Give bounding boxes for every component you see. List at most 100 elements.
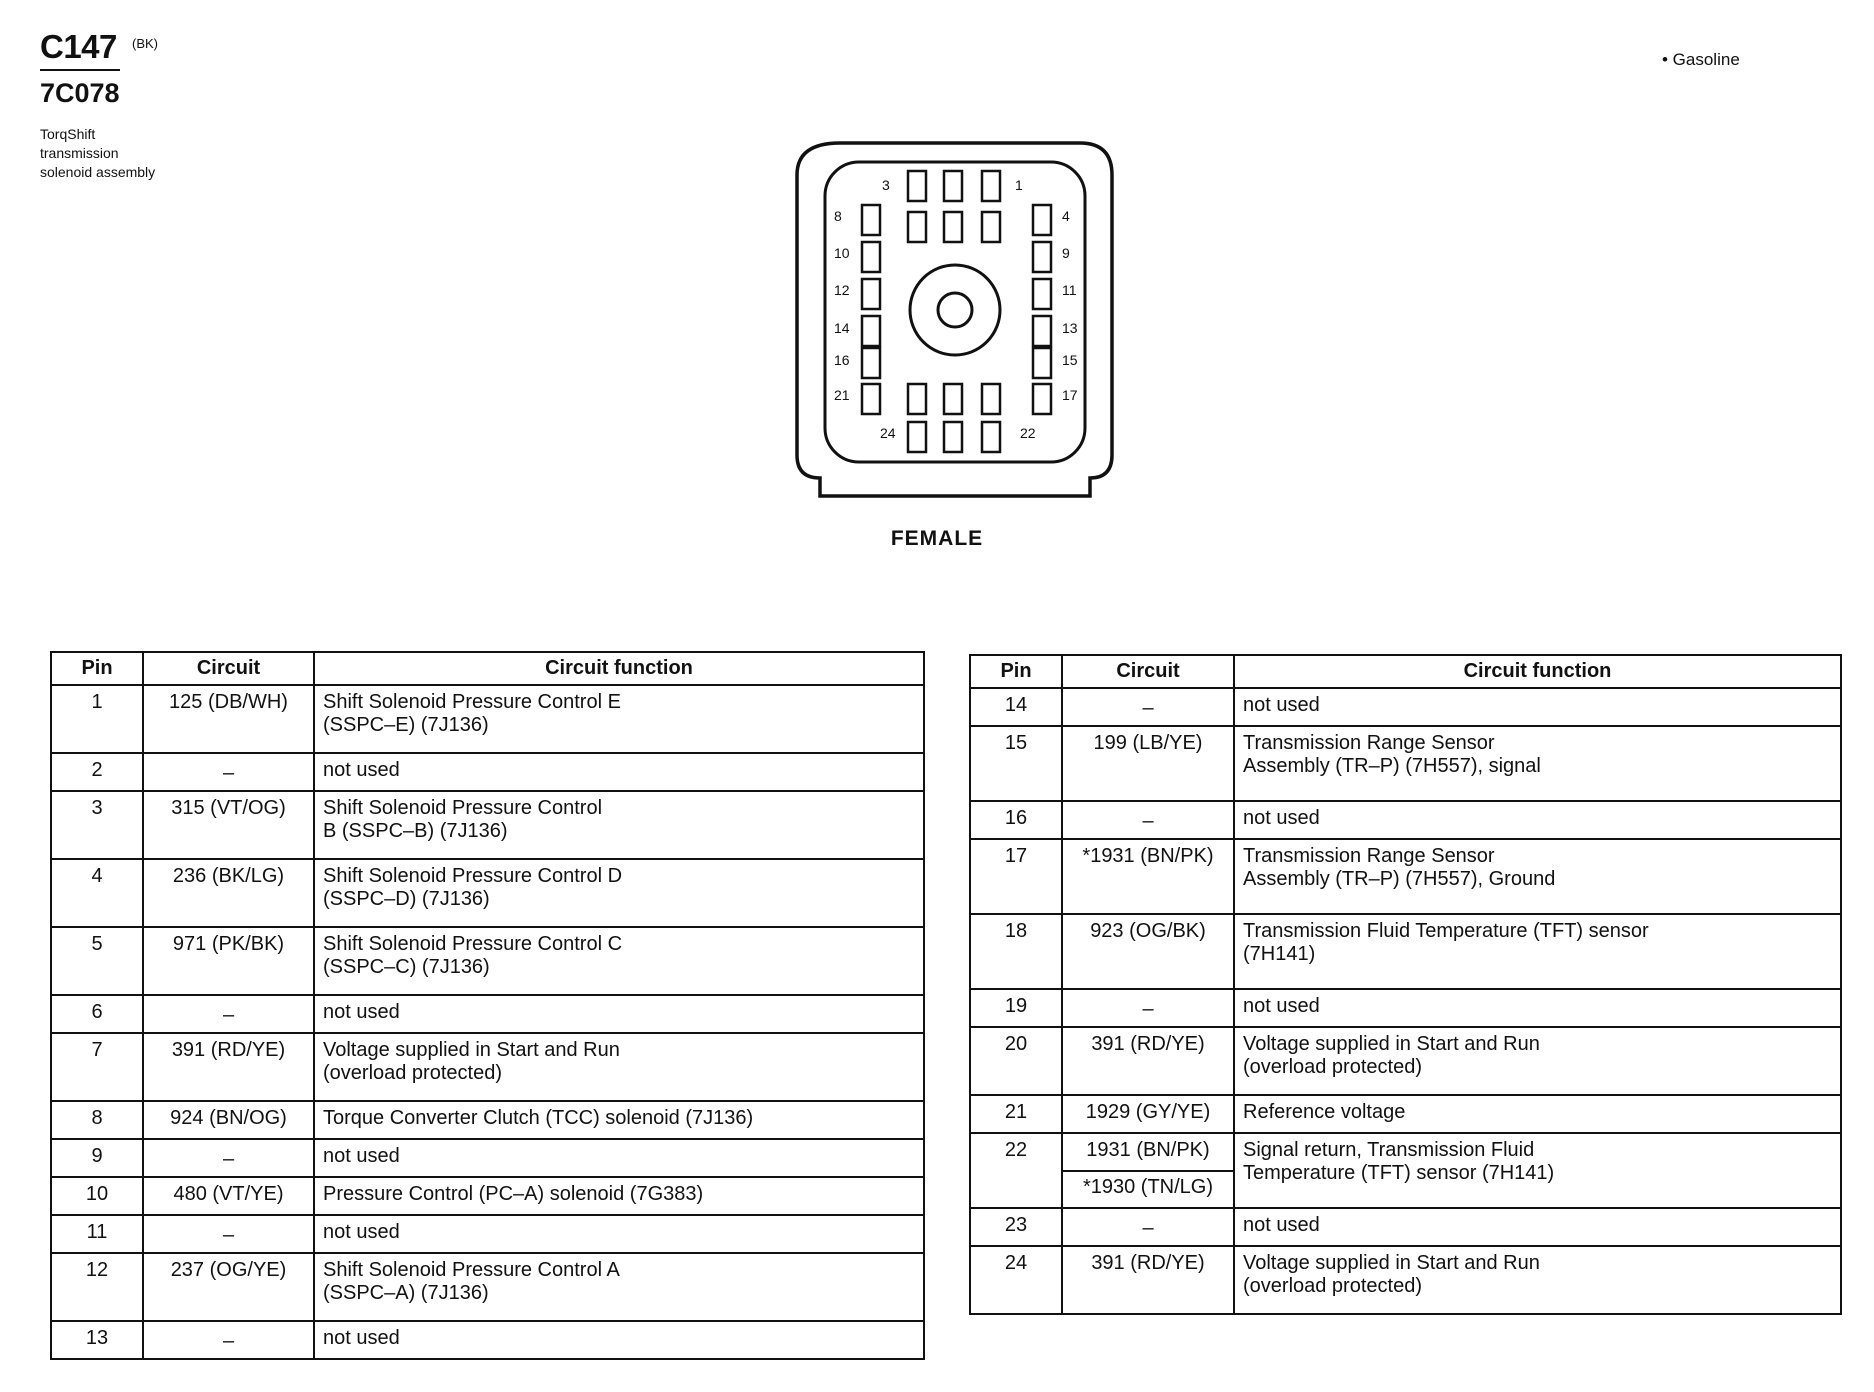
circuit-cell: 971 (PK/BK)	[142, 926, 315, 996]
pin-label: 10	[834, 245, 850, 261]
function-line: not used	[1243, 1214, 1320, 1236]
circuit-cell: –	[142, 1320, 315, 1360]
circuit-cell: –	[1061, 800, 1235, 840]
header-function: Circuit function	[313, 651, 925, 686]
pin-cavity	[942, 382, 964, 416]
pin-label: 11	[1062, 282, 1077, 298]
pin-cavity	[1031, 382, 1053, 416]
function-cell: not used	[1233, 687, 1842, 727]
function-line: Torque Converter Clutch (TCC) solenoid (…	[323, 1107, 754, 1129]
pin-cell: 3	[50, 790, 144, 860]
circuit-cell: 236 (BK/LG)	[142, 858, 315, 928]
table-header-row: Pin Circuit Circuit function	[50, 651, 925, 686]
pin-cell: 4	[50, 858, 144, 928]
circuit-cell: –	[142, 752, 315, 792]
function-line: B (SSPC–B) (7J136)	[323, 820, 508, 842]
function-cell: Shift Solenoid Pressure Control A(SSPC–A…	[313, 1252, 925, 1322]
function-cell: Shift Solenoid Pressure Control E(SSPC–E…	[313, 684, 925, 754]
table-header-row: Pin Circuit Circuit function	[969, 654, 1842, 689]
circuit-value: 1931 (BN/PK)	[1086, 1139, 1210, 1161]
pin-cavity	[860, 346, 882, 380]
circuit-cell: 480 (VT/YE)	[142, 1176, 315, 1216]
function-line: Shift Solenoid Pressure Control D	[323, 865, 623, 887]
circuit-cell: –	[1061, 687, 1235, 727]
header-pin: Pin	[50, 651, 144, 686]
function-line: not used	[323, 1327, 400, 1349]
pin-cell: 1	[50, 684, 144, 754]
pin-cell: 9	[50, 1138, 144, 1178]
function-line: (SSPC–E) (7J136)	[323, 714, 489, 736]
pin-cavity	[942, 169, 964, 203]
pin-cell: 12	[50, 1252, 144, 1322]
pin-cell: 7	[50, 1032, 144, 1102]
description-line: solenoid assembly	[40, 164, 156, 180]
table-row: 23–not used	[969, 1207, 1842, 1247]
pin-cell: 11	[50, 1214, 144, 1254]
pin-label: 15	[1062, 352, 1078, 368]
table-row: 14–not used	[969, 687, 1842, 727]
pin-cavity	[860, 382, 882, 416]
function-line: Shift Solenoid Pressure Control A	[323, 1259, 620, 1281]
header-circuit: Circuit	[142, 651, 315, 686]
connector-id: C147	[40, 28, 117, 65]
pin-cavity	[980, 420, 1002, 454]
cell-divider	[1063, 1170, 1233, 1172]
table-row: 2–not used	[50, 752, 925, 792]
pin-label: 4	[1062, 208, 1070, 224]
pin-cell: 17	[969, 838, 1063, 915]
pin-cavities	[860, 169, 1053, 454]
variant-note: • Gasoline	[1662, 50, 1740, 69]
pin-label: 12	[834, 282, 850, 298]
pin-label: 3	[882, 177, 890, 193]
function-cell: not used	[1233, 988, 1842, 1028]
function-line: not used	[1243, 995, 1320, 1017]
pin-cavity	[980, 210, 1002, 244]
pin-number-labels: 3 1 8 4 10 9 12 11 14 13 16 15 21 17 24 …	[834, 177, 1078, 441]
pin-cell: 19	[969, 988, 1063, 1028]
pin-cell: 20	[969, 1026, 1063, 1096]
pin-cavity	[980, 382, 1002, 416]
pin-cavity	[860, 203, 882, 237]
function-line: Signal return, Transmission Fluid	[1243, 1139, 1535, 1161]
circuit-cell: –	[1061, 1207, 1235, 1247]
pin-cavity	[860, 314, 882, 348]
description-line: TorqShift	[40, 126, 96, 142]
function-line: Voltage supplied in Start and Run	[1243, 1252, 1540, 1274]
function-line: not used	[323, 759, 400, 781]
pin-cavity	[1031, 346, 1053, 380]
pin-label: 1	[1015, 177, 1023, 193]
function-cell: Pressure Control (PC–A) solenoid (7G383)	[313, 1176, 925, 1216]
function-cell: not used	[313, 994, 925, 1034]
pin-cavity	[980, 169, 1002, 203]
circuit-cell: 199 (LB/YE)	[1061, 725, 1235, 802]
function-cell: not used	[313, 752, 925, 792]
pin-cavity	[1031, 203, 1053, 237]
pin-label: 21	[834, 387, 850, 403]
center-key-inner	[936, 291, 974, 329]
part-number: 7C078	[40, 78, 120, 108]
connector-gender-label: FEMALE	[890, 527, 984, 550]
pin-cell: 22	[969, 1132, 1063, 1209]
pin-cavity	[1031, 277, 1053, 311]
function-line: (SSPC–A) (7J136)	[323, 1282, 489, 1304]
id-underline	[40, 69, 120, 71]
pin-cavity	[906, 169, 928, 203]
pin-cell: 2	[50, 752, 144, 792]
center-key-outer	[908, 263, 1002, 357]
header-function: Circuit function	[1233, 654, 1842, 689]
function-line: Transmission Range Sensor	[1243, 845, 1495, 867]
circuit-cell: 391 (RD/YE)	[1061, 1026, 1235, 1096]
function-line: Assembly (TR–P) (7H557), Ground	[1243, 868, 1556, 890]
pin-cavity	[1031, 240, 1053, 274]
